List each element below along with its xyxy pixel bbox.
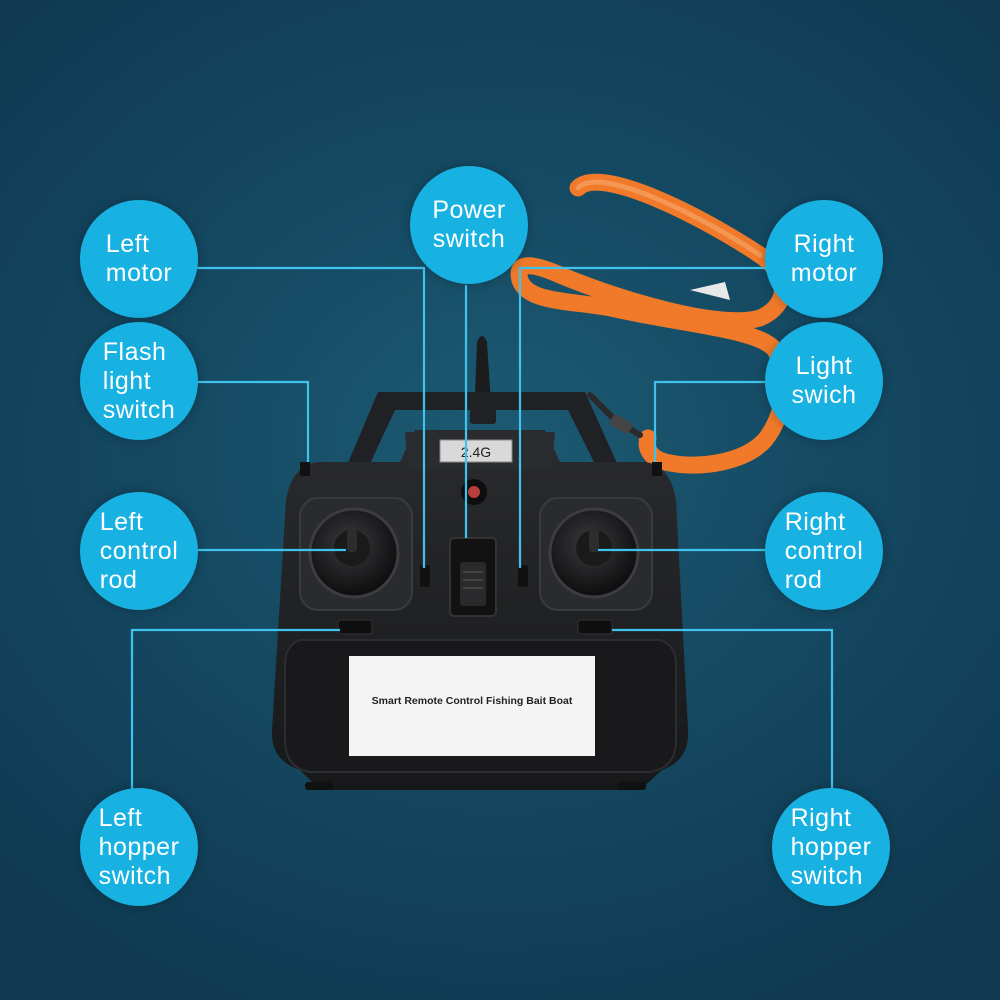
leader-left-motor [190, 266, 426, 568]
leader-flash-light-switch [190, 380, 310, 462]
frequency-label: 2.4G [461, 444, 491, 460]
callout-light-switch: Light swich [765, 322, 883, 440]
carry-handle [345, 392, 620, 470]
leader-right-motor [518, 266, 770, 568]
leader-light-switch [653, 380, 765, 462]
leader-right-hopper-switch [612, 628, 834, 812]
antenna [470, 336, 496, 424]
callout-left-control-rod: Left control rod [80, 492, 198, 610]
callout-flash-light-switch: Flash light switch [80, 322, 198, 440]
lanyard-strap [510, 173, 793, 474]
controller-body [271, 430, 689, 790]
callout-power-switch: Power switch [410, 166, 528, 284]
callout-right-hopper-switch: Right hopper switch [772, 788, 890, 906]
callout-left-motor: Left motor [80, 200, 198, 318]
callout-right-motor: Right motor [765, 200, 883, 318]
callout-left-hopper-switch: Left hopper switch [80, 788, 198, 906]
device-panel-text: Smart Remote Control Fishing Bait Boat [372, 695, 573, 707]
leader-lines [130, 266, 834, 812]
callout-right-control-rod: Right control rod [765, 492, 883, 610]
leader-left-hopper-switch [130, 628, 340, 812]
